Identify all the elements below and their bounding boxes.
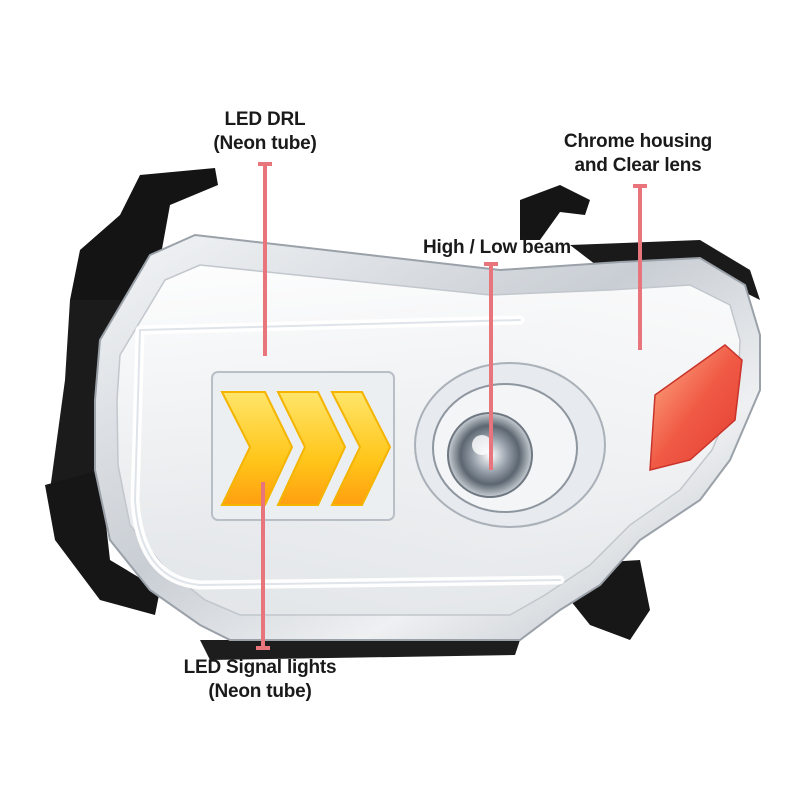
signal-chevron-3 <box>330 391 392 506</box>
callout-drl <box>258 162 272 356</box>
label-led-signal: LED Signal lights (Neon tube) <box>170 656 350 704</box>
signal-chevrons <box>220 391 392 506</box>
label-high-low-beam: High / Low beam <box>412 236 582 260</box>
label-signal-line2: (Neon tube) <box>208 681 312 702</box>
label-beam-line1: High / Low beam <box>423 237 571 258</box>
projector-lens <box>414 362 606 528</box>
label-led-drl-line2: (Neon tube) <box>213 133 317 154</box>
callout-lines <box>256 162 647 650</box>
callout-beam <box>484 262 498 470</box>
label-signal-line1: LED Signal lights <box>183 657 337 678</box>
label-chrome-line1: Chrome housing <box>563 131 713 152</box>
label-chrome-housing: Chrome housing and Clear lens <box>548 130 728 178</box>
amber-side-marker <box>649 344 743 471</box>
label-led-drl-line1: LED DRL <box>224 109 306 130</box>
signal-chevron-2 <box>276 391 347 506</box>
label-led-drl: LED DRL (Neon tube) <box>190 108 340 156</box>
label-chrome-line2: and Clear lens <box>574 155 702 176</box>
callout-signal <box>256 482 270 650</box>
callout-chrome <box>633 184 647 350</box>
